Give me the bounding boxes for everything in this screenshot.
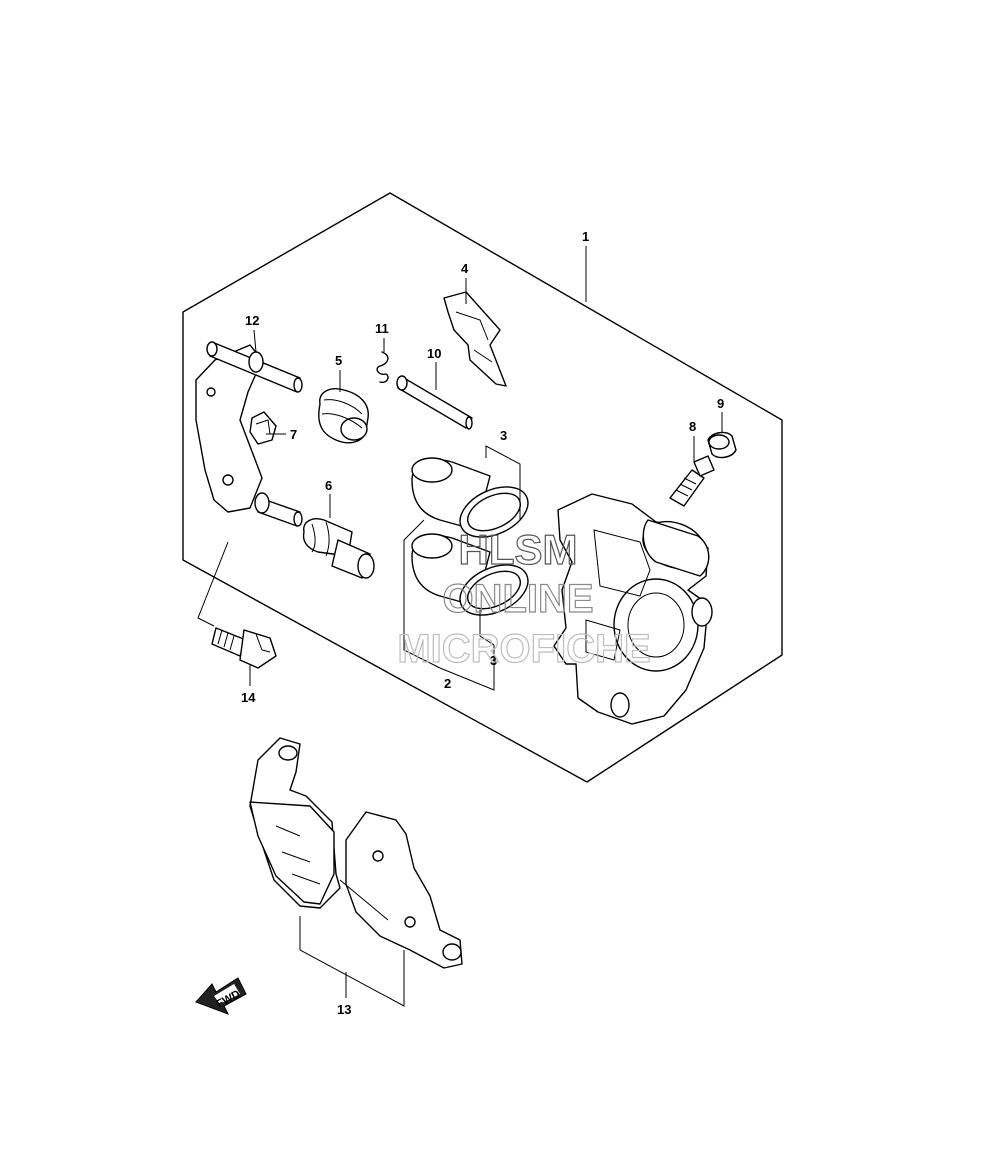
watermark-line-3: MICROFICHE: [397, 627, 650, 671]
callout-5: 5: [335, 353, 342, 368]
caliper-body: [553, 493, 713, 725]
callout-11: 11: [375, 321, 389, 336]
callout-13: 13: [337, 1002, 351, 1017]
bleeder-screw: [669, 455, 715, 507]
callout-9: 9: [717, 396, 724, 411]
assembly-outline: [182, 192, 783, 783]
piston-seal-upper: [459, 486, 529, 538]
callout-1: 1: [582, 229, 589, 244]
fwd-arrow-icon: [195, 977, 247, 1015]
callout-8: 8: [689, 419, 696, 434]
pad-spring: [443, 291, 507, 387]
leader-piston-bracket: [403, 519, 441, 669]
bleeder-cap: [707, 431, 737, 459]
watermark-line-2: ONLINE: [442, 577, 593, 621]
leader-seal-bracket: [485, 445, 521, 520]
callout-7: 7: [290, 427, 297, 442]
callout-10: 10: [427, 346, 441, 361]
watermark-line-1: HLSM: [459, 526, 578, 573]
pad-spring-clip: [249, 411, 277, 445]
callout-6: 6: [325, 478, 332, 493]
pin-boot: [318, 388, 369, 444]
slide-pin: [302, 518, 375, 579]
callout-14: 14: [241, 690, 256, 705]
leader-bolt-bracket: [197, 541, 229, 627]
retaining-clip: [376, 351, 389, 384]
leader-seal-bracket-lower: [479, 610, 495, 646]
callout-3-lower: 3: [490, 653, 497, 668]
pad-pin: [396, 375, 473, 430]
leader-piston-bracket-lower: [439, 645, 495, 691]
piston-seal-lower: [459, 564, 529, 616]
leader-pad-bracket: [299, 916, 405, 1007]
mounting-bolt: [211, 627, 277, 669]
brake-pad-set: [249, 737, 463, 969]
callout-3-upper: 3: [500, 428, 507, 443]
callout-2: 2: [444, 676, 451, 691]
leader-12: [253, 329, 257, 353]
caliper-bracket: [195, 341, 303, 527]
callout-4: 4: [461, 261, 469, 276]
callout-12: 12: [245, 313, 259, 328]
